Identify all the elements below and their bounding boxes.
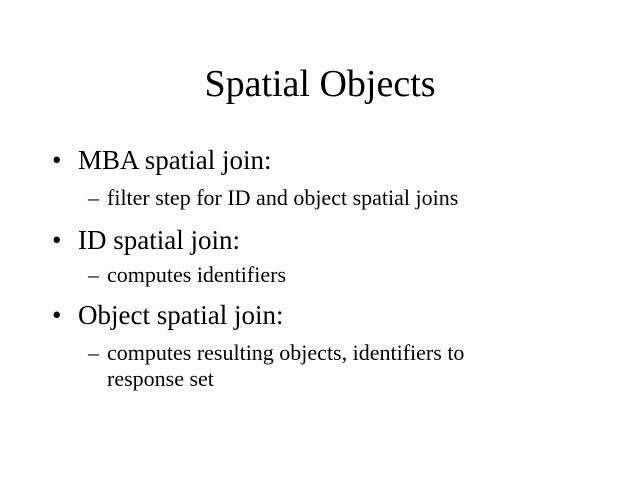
sub-bullet-text: filter step for ID and object spatial jo… [107,185,459,210]
dash-icon: – [88,340,99,365]
sub-bullet-text: computes identifiers [107,262,287,287]
bullet-icon: • [52,145,62,175]
slide-title: Spatial Objects [204,63,436,105]
dash-icon: – [88,185,99,210]
bullet-icon: • [52,300,62,330]
sub-bullet-item: – computes identifiers [88,262,568,288]
bullet-text: ID spatial join: [78,225,240,255]
bullet-text: Object spatial join: [78,300,284,330]
bullet-icon: • [52,225,62,255]
bullet-text: MBA spatial join: [78,145,272,175]
sub-bullet-item: – computes resulting objects, identifier… [88,340,518,392]
dash-icon: – [88,262,99,287]
sub-bullet-text: computes resulting objects, identifiers … [107,340,465,391]
sub-bullet-item: – filter step for ID and object spatial … [88,185,568,211]
